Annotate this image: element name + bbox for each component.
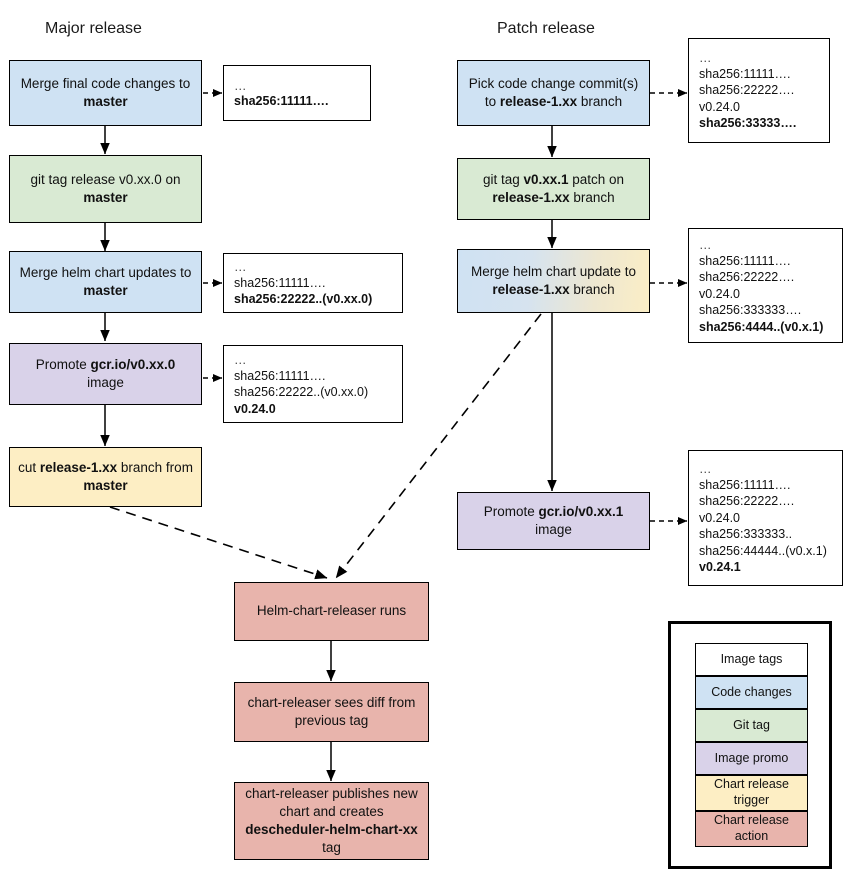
legend-item-image-tags: Image tags [695, 643, 808, 676]
legend-label: Chart release trigger [713, 777, 790, 807]
tag-line: v0.24.0 [234, 401, 276, 416]
tag-line: sha256:11111…. [699, 477, 791, 492]
tag-line: v0.24.0 [699, 286, 741, 301]
tag-line: sha256:333333…. [699, 303, 802, 317]
node-label: Promote gcr.io/v0.xx.0 image [35, 356, 176, 390]
node-merge-helm-chart-updates[interactable]: Merge helm chart updates to master [9, 251, 202, 313]
node-pick-code-change-commits[interactable]: Pick code change commit(s) to release-1.… [457, 60, 650, 126]
tag-line: sha256:22222…. [699, 83, 795, 98]
node-chart-releaser-sees-diff[interactable]: chart-releaser sees diff from previous t… [234, 682, 429, 742]
tagbox-after-merge-final-code: … sha256:11111…. [223, 65, 371, 121]
node-label: git tag v0.xx.1 patch on release-1.xx br… [482, 171, 625, 205]
legend-frame: Image tags Code changes Git tag Image pr… [668, 621, 832, 869]
tagbox-after-promote-image-major: … sha256:11111…. sha256:22222..(v0.xx.0)… [223, 345, 403, 423]
tagbox-after-promote-image-patch: … sha256:11111…. sha256:22222…. v0.24.0 … [688, 450, 843, 586]
tag-line: sha256:22222…. [699, 494, 795, 509]
legend-item-chart-release-trigger: Chart release trigger [695, 775, 808, 811]
tag-line: … [699, 51, 713, 66]
legend-label: Chart release action [713, 813, 790, 843]
tag-line: v0.24.1 [699, 560, 741, 575]
tag-line: sha256:333333.. [699, 527, 793, 542]
tagbox-after-merge-helm-chart-update-branch: … sha256:11111…. sha256:22222…. v0.24.0 … [688, 228, 843, 343]
node-label: git tag release v0.xx.0 on master [30, 171, 181, 205]
tag-line: … [699, 462, 713, 477]
tag-line: … [234, 353, 248, 367]
legend-item-git-tag: Git tag [695, 709, 808, 742]
node-label: Helm-chart-releaser runs [256, 603, 407, 619]
tagbox-after-pick-code-change-commits: … sha256:11111…. sha256:22222…. v0.24.0 … [688, 38, 830, 143]
legend-item-image-promo: Image promo [695, 742, 808, 775]
tag-line: sha256:11111…. [234, 368, 326, 383]
node-cut-release-branch[interactable]: cut release-1.xx branch from master [9, 447, 202, 507]
node-label: Merge helm chart update to release-1.xx … [470, 263, 637, 297]
node-label: Promote gcr.io/v0.xx.1 image [483, 503, 624, 537]
node-promote-image-patch[interactable]: Promote gcr.io/v0.xx.1 image [457, 492, 650, 550]
tag-line: sha256:11111…. [234, 275, 326, 290]
tag-line: sha256:22222..(v0.xx.0) [234, 292, 373, 307]
node-label: cut release-1.xx branch from master [18, 459, 193, 493]
node-git-tag-patch[interactable]: git tag v0.xx.1 patch on release-1.xx br… [457, 158, 650, 220]
tag-line: sha256:4444..(v0.x.1) [699, 319, 824, 334]
node-promote-image-major[interactable]: Promote gcr.io/v0.xx.0 image [9, 343, 202, 405]
node-label: chart-releaser publishes new chart and c… [245, 785, 418, 856]
column-title-major-release: Major release [45, 20, 142, 37]
tag-line: sha256:22222…. [699, 270, 795, 284]
node-helm-chart-releaser-runs[interactable]: Helm-chart-releaser runs [234, 582, 429, 641]
tag-line: sha256:44444..(v0.x.1) [699, 543, 827, 558]
node-git-tag-release[interactable]: git tag release v0.xx.0 on master [9, 155, 202, 223]
legend-label: Image promo [714, 750, 789, 765]
tag-line: v0.24.0 [699, 99, 741, 114]
legend-label: Image tags [720, 651, 783, 666]
tag-line: … [234, 78, 248, 93]
node-label: Merge final code changes to master [20, 75, 191, 109]
node-merge-helm-chart-update-branch[interactable]: Merge helm chart update to release-1.xx … [457, 249, 650, 313]
tag-line: … [699, 238, 713, 252]
legend-label: Git tag [733, 717, 770, 732]
tag-line: sha256:11111…. [699, 66, 791, 81]
node-label: chart-releaser sees diff from previous t… [247, 694, 416, 728]
column-title-patch-release: Patch release [497, 20, 595, 37]
tag-line: v0.24.0 [699, 510, 741, 525]
tag-line: sha256:11111…. [234, 94, 329, 108]
node-label: Merge helm chart updates to master [19, 264, 192, 298]
node-label: Pick code change commit(s) to release-1.… [468, 75, 639, 109]
legend-item-code-changes: Code changes [695, 676, 808, 709]
node-merge-final-code[interactable]: Merge final code changes to master [9, 60, 202, 126]
tagbox-after-merge-helm-chart-updates: … sha256:11111…. sha256:22222..(v0.xx.0) [223, 253, 403, 313]
tag-line: sha256:22222..(v0.xx.0) [234, 385, 369, 399]
tag-line: … [234, 260, 248, 275]
legend-item-chart-release-action: Chart release action [695, 811, 808, 847]
tag-line: sha256:33333…. [699, 116, 797, 131]
legend-label: Code changes [711, 684, 792, 699]
node-chart-releaser-publishes[interactable]: chart-releaser publishes new chart and c… [234, 782, 429, 860]
tag-line: sha256:11111…. [699, 253, 791, 268]
